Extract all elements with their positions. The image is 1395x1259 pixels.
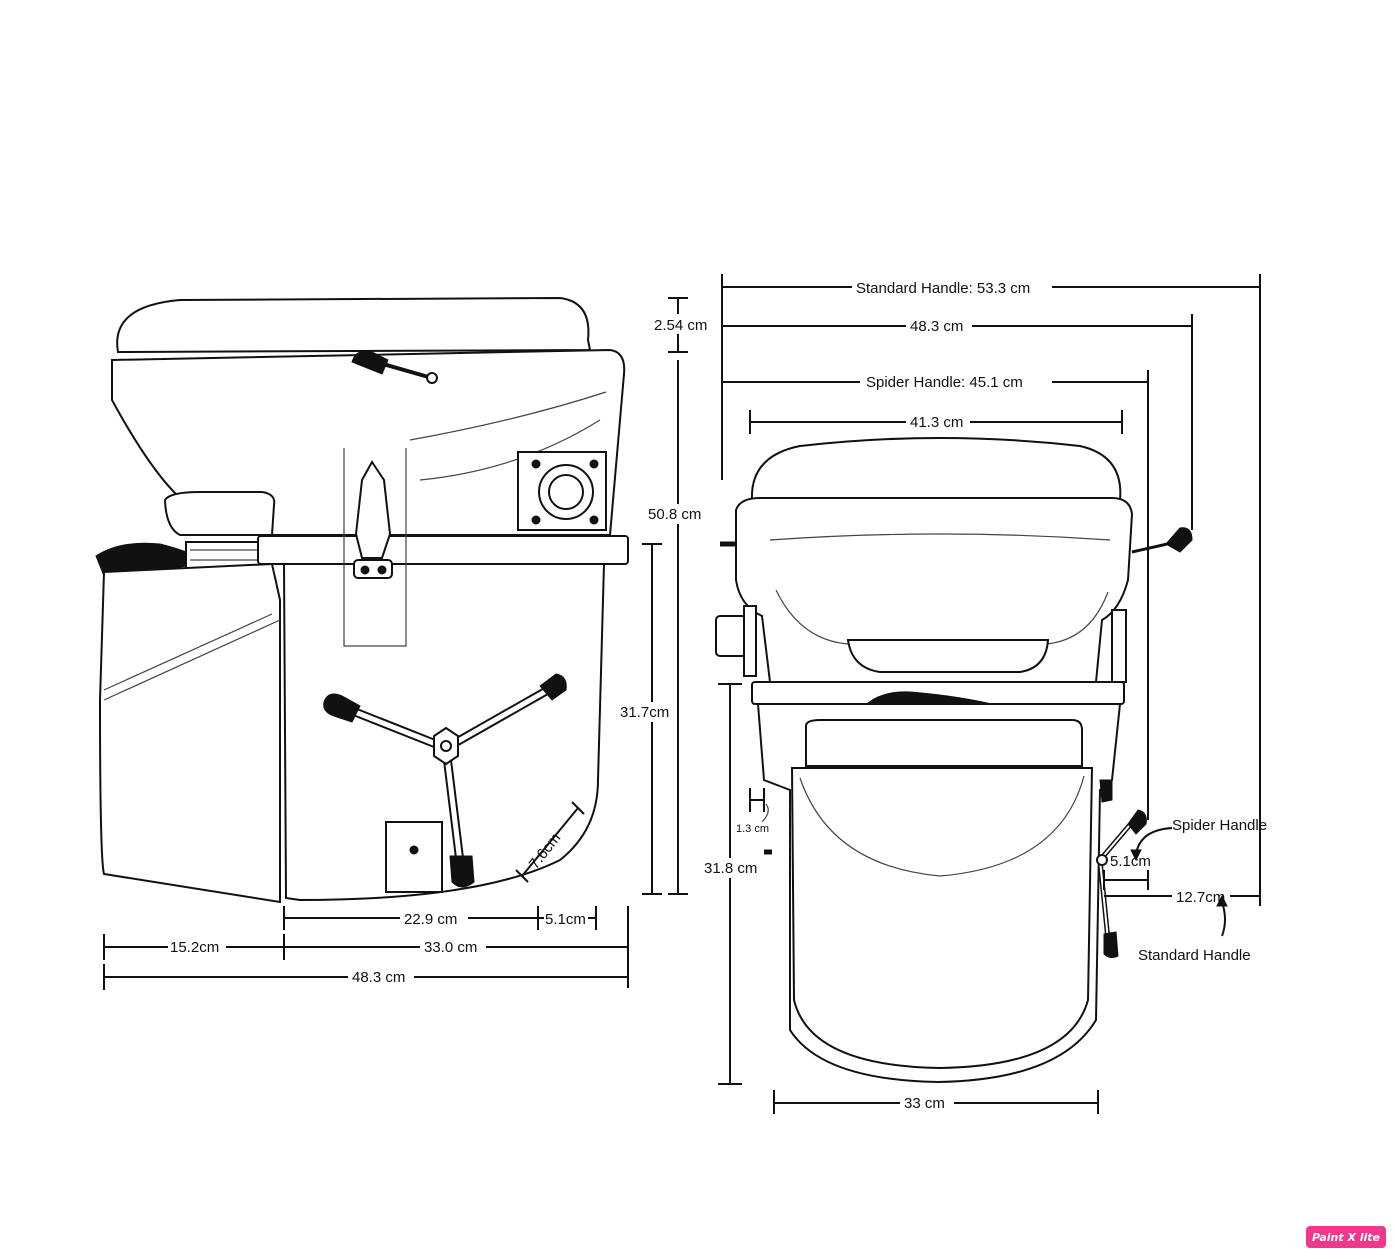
- front-lid: [750, 437, 1122, 501]
- side-spider-handle: [323, 673, 567, 888]
- side-urine-bottle: [98, 562, 281, 904]
- label-base-15-2: 15.2cm: [170, 939, 219, 956]
- side-view-toilet: [95, 296, 629, 904]
- front-view-dimensions: Standard Handle: 53.3 cm 48.3 cm Spider …: [700, 274, 1267, 1114]
- label-base-5-1: 5.1cm: [545, 911, 586, 928]
- label-spider-handle: Spider Handle: [1172, 817, 1267, 834]
- front-spider-handle: [1096, 779, 1147, 959]
- side-latch: [354, 460, 392, 559]
- label-seat-width: 41.3 cm: [910, 414, 963, 431]
- side-lid: [116, 296, 592, 354]
- front-view-toilet: [715, 437, 1193, 1084]
- label-lid-thickness: 2.54 cm: [654, 317, 707, 334]
- watermark-badge: Paint X lite: [1306, 1226, 1386, 1248]
- label-base-33-0: 33.0 cm: [424, 939, 477, 956]
- label-front-bottom: 33 cm: [904, 1095, 945, 1112]
- label-total-height: 50.8 cm: [648, 506, 701, 523]
- side-lid-knob-icon: [351, 350, 389, 375]
- label-side-base-height: 31.7cm: [620, 704, 669, 721]
- label-front-base-height: 31.8 cm: [704, 860, 757, 877]
- front-bucket: [790, 767, 1094, 1070]
- label-standard-handle: Standard Handle: [1138, 947, 1251, 964]
- label-spider-handle-width: Spider Handle: 45.1 cm: [866, 374, 1023, 391]
- side-urine-neck: [163, 491, 276, 536]
- side-view-dimensions: 2.54 cm 50.8 cm 31.7cm 7.6cm 22.9 cm 5.1…: [103, 297, 716, 990]
- label-standard-handle-width: Standard Handle: 53.3 cm: [856, 280, 1030, 297]
- label-standard-offset: 12.7cm: [1176, 889, 1225, 906]
- front-standard-handle-knob-icon: [1165, 527, 1193, 553]
- side-access-door: [385, 821, 443, 893]
- label-base-48-3: 48.3 cm: [352, 969, 405, 986]
- label-gap: 1.3 cm: [736, 823, 769, 835]
- label-base-22-9: 22.9 cm: [404, 911, 457, 928]
- label-top-width: 48.3 cm: [910, 318, 963, 335]
- label-spider-offset: 5.1cm: [1110, 853, 1151, 870]
- side-top-band: [257, 535, 629, 565]
